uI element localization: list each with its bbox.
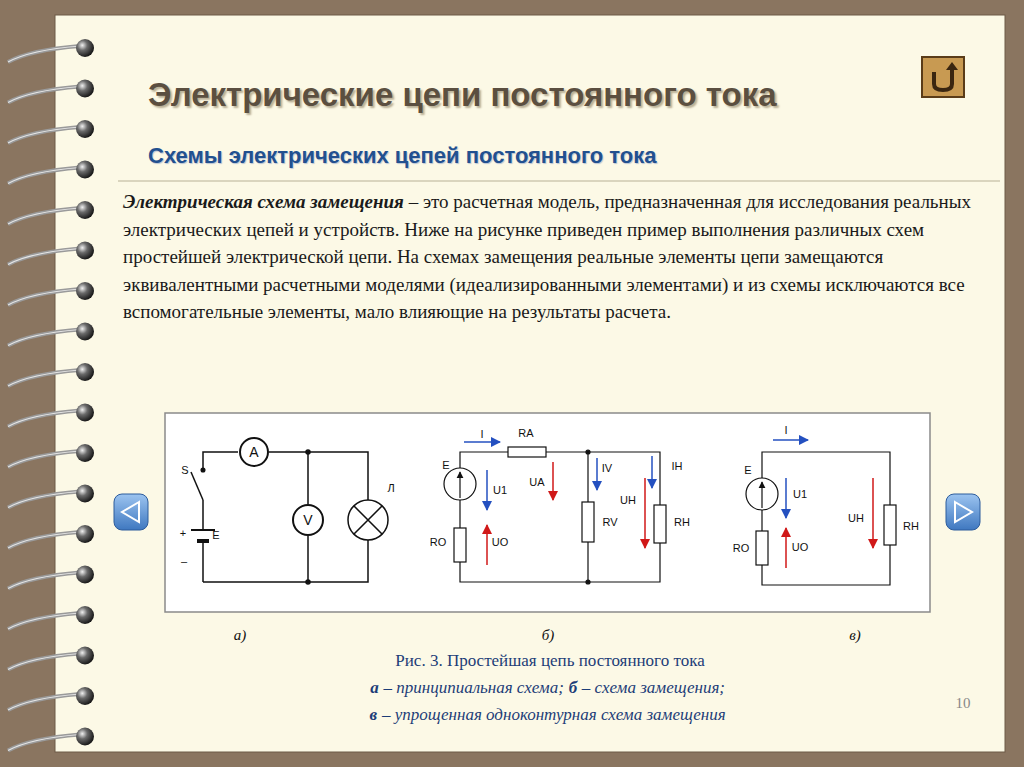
circuit-label: S — [181, 465, 188, 476]
circuit-label: U1 — [493, 485, 507, 496]
term-bold-italic: Электрическая схема замещения — [123, 191, 404, 212]
caption-line: в– упрощенная одноконтурная схема замеще… — [200, 705, 900, 725]
circuit-label: U1 — [793, 489, 807, 500]
page-number: 10 — [956, 695, 971, 712]
nav-prev-button — [114, 494, 148, 530]
circuit-label: Л — [387, 483, 394, 494]
circuit-wire — [269, 452, 308, 504]
subfigure-letter: б) — [542, 627, 555, 644]
circuit-label: IН — [672, 461, 683, 472]
circuit-label: RН — [674, 517, 690, 528]
circuit-label: + — [180, 528, 186, 539]
subfigure-letter: в) — [849, 627, 861, 644]
circuit-schematic-b — [444, 447, 666, 584]
circuit-label: RO — [430, 537, 447, 548]
caption-letter: а — [370, 678, 379, 697]
meter-letter: A — [249, 444, 258, 460]
circuit-label: RA — [518, 428, 533, 439]
current-voltage-arrows-b — [464, 442, 652, 565]
caption-text: – принципиальная схема; — [383, 678, 563, 697]
page-background — [55, 15, 1005, 752]
caption-letter: б — [569, 678, 577, 697]
slide-title: Электрические цепи постоянного тока — [148, 76, 777, 114]
caption-text: – упрощенная одноконтурная схема замещен… — [382, 705, 726, 724]
circuit-label: UН — [620, 495, 636, 506]
circuit-label: UO — [492, 537, 509, 548]
circuit-label: RН — [903, 521, 919, 532]
notebook-binding — [8, 39, 94, 751]
circuit-label: RO — [733, 543, 750, 554]
current-voltage-arrows-c — [773, 440, 873, 568]
circuit-label: UA — [529, 477, 544, 488]
circuit-label: I — [480, 429, 483, 440]
figure-caption: Рис. 3. Простейшая цепь постоянного тока — [200, 651, 900, 671]
body-paragraph: Электрическая схема замещения– это расче… — [123, 188, 971, 326]
circuit-label: E — [442, 460, 449, 471]
meter-letter: V — [303, 512, 312, 528]
nav-next-button — [946, 494, 980, 530]
caption-text: – схема замещения; — [582, 678, 725, 697]
circuit-label: – — [181, 556, 187, 567]
circuit-label: UН — [848, 513, 864, 524]
circuit-label: I — [784, 425, 787, 436]
voltmeter-symbol: V — [292, 504, 324, 536]
circuit-schematic-a — [191, 450, 388, 584]
circuit-label: UO — [792, 542, 809, 553]
circuit-label: IV — [602, 463, 612, 474]
ammeter-symbol: A — [239, 437, 269, 467]
caption-line: а– принципиальная схема; б – схема замещен… — [200, 678, 900, 698]
caption-letter: в — [370, 705, 378, 724]
circuit-label: E — [744, 465, 751, 476]
circuit-schematic-c — [746, 452, 896, 585]
subfigure-letter: а) — [234, 627, 247, 644]
figure-frame — [165, 413, 930, 612]
home-button — [922, 57, 964, 97]
slide-subtitle: Схемы электрических цепей постоянного то… — [148, 143, 656, 169]
separator-line — [118, 180, 1000, 182]
circuit-label: E — [212, 530, 219, 541]
circuit-label: RV — [602, 517, 617, 528]
